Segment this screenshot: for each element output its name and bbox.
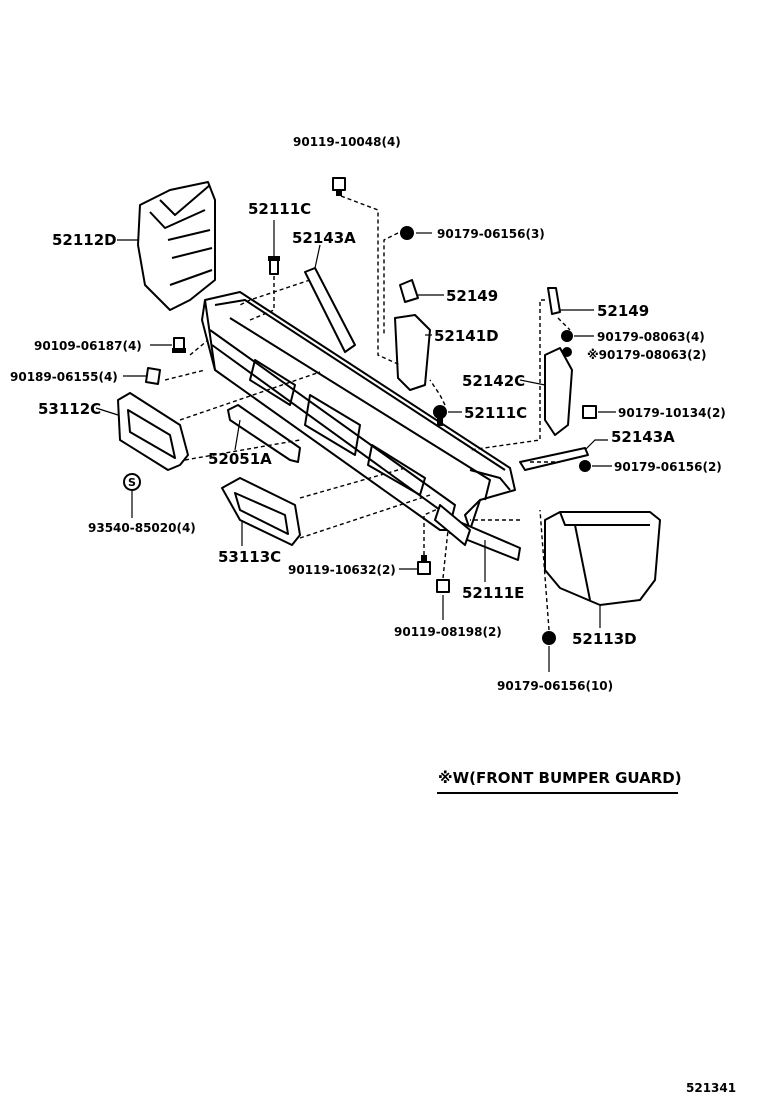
bracket-52142c (544, 347, 573, 436)
label-52149-left: 52149 (446, 287, 498, 305)
label-90119-10048: 90119-10048(4) (293, 135, 401, 149)
label-90179-08063-2: ※90179-08063(2) (587, 348, 706, 362)
label-90119-10632: 90119-10632(2) (288, 563, 396, 577)
leader-lines (95, 220, 616, 672)
s-mark-icon: S (128, 476, 136, 489)
brace-52143a-top (304, 267, 356, 353)
fasteners (123, 177, 597, 645)
label-90189-06155: 90189-06155(4) (10, 370, 118, 384)
legend-note: ※W(FRONT BUMPER GUARD) (438, 769, 682, 787)
bumper-reinforcement-drawing (201, 291, 516, 531)
label-52051a: 52051A (208, 450, 272, 468)
label-90179-08063-4: 90179-08063(4) (597, 330, 705, 344)
label-52111c-top: 52111C (248, 200, 311, 218)
label-52111c-mid: 52111C (464, 404, 527, 422)
bracket-52141d (394, 314, 431, 391)
label-53112c: 53112C (38, 400, 101, 418)
lower-rail-end (434, 504, 471, 546)
right-corner-cover-52113d (544, 511, 661, 606)
label-52112d: 52112D (52, 231, 117, 249)
label-53113c: 53113C (218, 548, 281, 566)
bracket-52051a (227, 404, 301, 463)
label-52113d: 52113D (572, 630, 637, 648)
assembly-dashed-lines (164, 195, 571, 631)
left-corner-cover-52112d (137, 181, 216, 311)
label-52141d: 52141D (434, 327, 499, 345)
label-52111e: 52111E (462, 584, 524, 602)
label-90179-06156-2: 90179-06156(2) (614, 460, 722, 474)
brace-52143a-right (519, 447, 589, 471)
label-90119-08198: 90119-08198(2) (394, 625, 502, 639)
label-90179-06156-3: 90179-06156(3) (437, 227, 545, 241)
diagram-number: 521341 (686, 1081, 736, 1095)
lamp-housing-53113c (221, 477, 301, 546)
label-90109-06187: 90109-06187(4) (34, 339, 142, 353)
label-52143a-right: 52143A (611, 428, 675, 446)
label-52143a-top: 52143A (292, 229, 356, 247)
label-52142c: 52142C (462, 372, 525, 390)
label-93540-85020: 93540-85020(4) (88, 521, 196, 535)
label-90179-10134: 90179-10134(2) (618, 406, 726, 420)
lamp-housing-53112c (117, 392, 189, 471)
label-52149-right: 52149 (597, 302, 649, 320)
label-90179-06156-10: 90179-06156(10) (497, 679, 613, 693)
